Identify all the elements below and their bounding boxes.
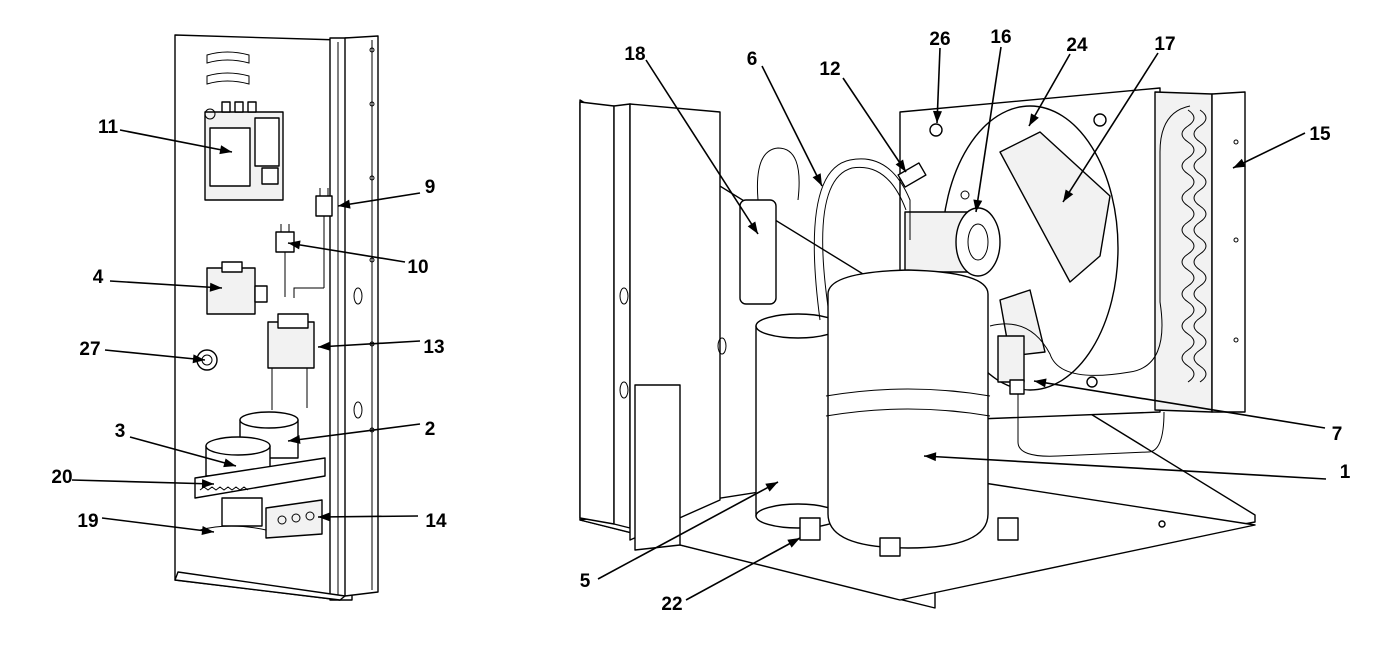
arrowhead-22 (787, 538, 800, 548)
arrowhead-4 (209, 282, 222, 292)
leader-line-26 (936, 47, 941, 124)
callout-number-10: 10 (407, 257, 428, 278)
callout-13: 13 (317, 337, 445, 358)
callout-22: 22 (661, 537, 801, 615)
arrowhead-26 (932, 110, 942, 123)
arrowhead-13 (318, 341, 331, 351)
arrowhead-3 (223, 458, 236, 468)
callout-18: 18 (624, 44, 759, 235)
callout-number-1: 1 (1340, 462, 1351, 483)
callout-number-3: 3 (115, 421, 126, 442)
callout-15: 15 (1232, 124, 1331, 169)
callout-27: 27 (79, 339, 206, 364)
callout-16: 16 (973, 27, 1012, 213)
leader-line-3 (129, 436, 237, 467)
arrowhead-18 (747, 221, 758, 234)
arrowhead-19 (201, 526, 214, 535)
callout-number-2: 2 (425, 419, 436, 440)
callout-17: 17 (1062, 34, 1176, 203)
leader-line-16 (975, 46, 1002, 213)
arrowhead-14 (318, 512, 331, 522)
callout-number-5: 5 (580, 571, 591, 592)
leader-line-18 (645, 59, 759, 235)
callout-number-17: 17 (1154, 34, 1175, 55)
callout-7: 7 (1033, 378, 1343, 445)
callout-14: 14 (317, 511, 447, 532)
arrowhead-6 (812, 173, 822, 186)
arrowhead-17 (1063, 189, 1074, 202)
leader-line-10 (287, 242, 406, 263)
arrowhead-12 (895, 159, 906, 172)
callout-24: 24 (1028, 35, 1088, 127)
leader-line-11 (119, 129, 233, 153)
callout-5: 5 (580, 481, 779, 592)
arrowhead-16 (973, 199, 983, 212)
callout-12: 12 (819, 59, 907, 173)
callout-number-14: 14 (425, 511, 447, 532)
callout-9: 9 (337, 177, 436, 209)
callout-4: 4 (93, 267, 223, 292)
callout-number-19: 19 (77, 511, 98, 532)
callout-number-13: 13 (423, 337, 444, 358)
callout-number-9: 9 (425, 177, 436, 198)
leader-line-9 (337, 192, 421, 207)
arrowhead-15 (1233, 158, 1246, 168)
leader-line-5 (597, 481, 779, 580)
callout-3: 3 (115, 421, 237, 468)
arrowhead-5 (765, 482, 778, 492)
condensing-unit-drawing (579, 87, 1256, 609)
callout-number-26: 26 (929, 29, 950, 50)
arrowhead-9 (338, 199, 351, 209)
callout-number-18: 18 (624, 44, 645, 65)
callout-26: 26 (929, 29, 951, 124)
callout-number-6: 6 (747, 49, 758, 70)
leader-line-13 (317, 340, 421, 348)
callout-number-15: 15 (1309, 124, 1331, 145)
callout-2: 2 (287, 419, 436, 444)
arrowhead-7 (1034, 378, 1047, 388)
leader-line-19 (101, 517, 215, 533)
callout-20: 20 (51, 467, 215, 489)
callout-11: 11 (98, 117, 233, 155)
arrowhead-20 (201, 479, 214, 489)
callout-number-7: 7 (1332, 424, 1343, 445)
callout-19: 19 (77, 511, 215, 535)
callout-6: 6 (747, 49, 823, 187)
callout-number-16: 16 (990, 27, 1011, 48)
leader-line-4 (109, 280, 223, 289)
leader-line-27 (104, 349, 206, 361)
coil-tubes (1181, 109, 1207, 383)
leader-line-22 (685, 537, 801, 601)
arrowhead-10 (288, 240, 301, 250)
leader-line-20 (71, 479, 215, 485)
callout-number-12: 12 (819, 59, 840, 80)
leader-line-6 (761, 65, 823, 187)
callout-number-27: 27 (79, 339, 100, 360)
callout-number-11: 11 (98, 117, 119, 138)
leader-line-1 (923, 455, 1327, 480)
arrowhead-2 (288, 435, 301, 444)
callout-number-20: 20 (51, 467, 72, 488)
leader-line-24 (1028, 53, 1071, 127)
callout-10: 10 (287, 240, 429, 278)
leader-line-15 (1232, 132, 1306, 169)
control-panel-drawing (174, 34, 379, 601)
arrowhead-24 (1029, 113, 1039, 126)
callout-number-22: 22 (661, 594, 682, 615)
callout-number-4: 4 (93, 267, 104, 288)
leader-line-17 (1062, 52, 1159, 203)
arrowhead-1 (924, 452, 937, 462)
leader-line-7 (1033, 380, 1326, 429)
arrowhead-11 (219, 145, 232, 155)
callout-number-24: 24 (1066, 35, 1088, 56)
leader-line-2 (287, 423, 421, 442)
callout-1: 1 (923, 452, 1351, 483)
arrowhead-27 (192, 354, 205, 364)
leader-line-14 (317, 515, 419, 518)
leader-line-12 (842, 77, 907, 173)
